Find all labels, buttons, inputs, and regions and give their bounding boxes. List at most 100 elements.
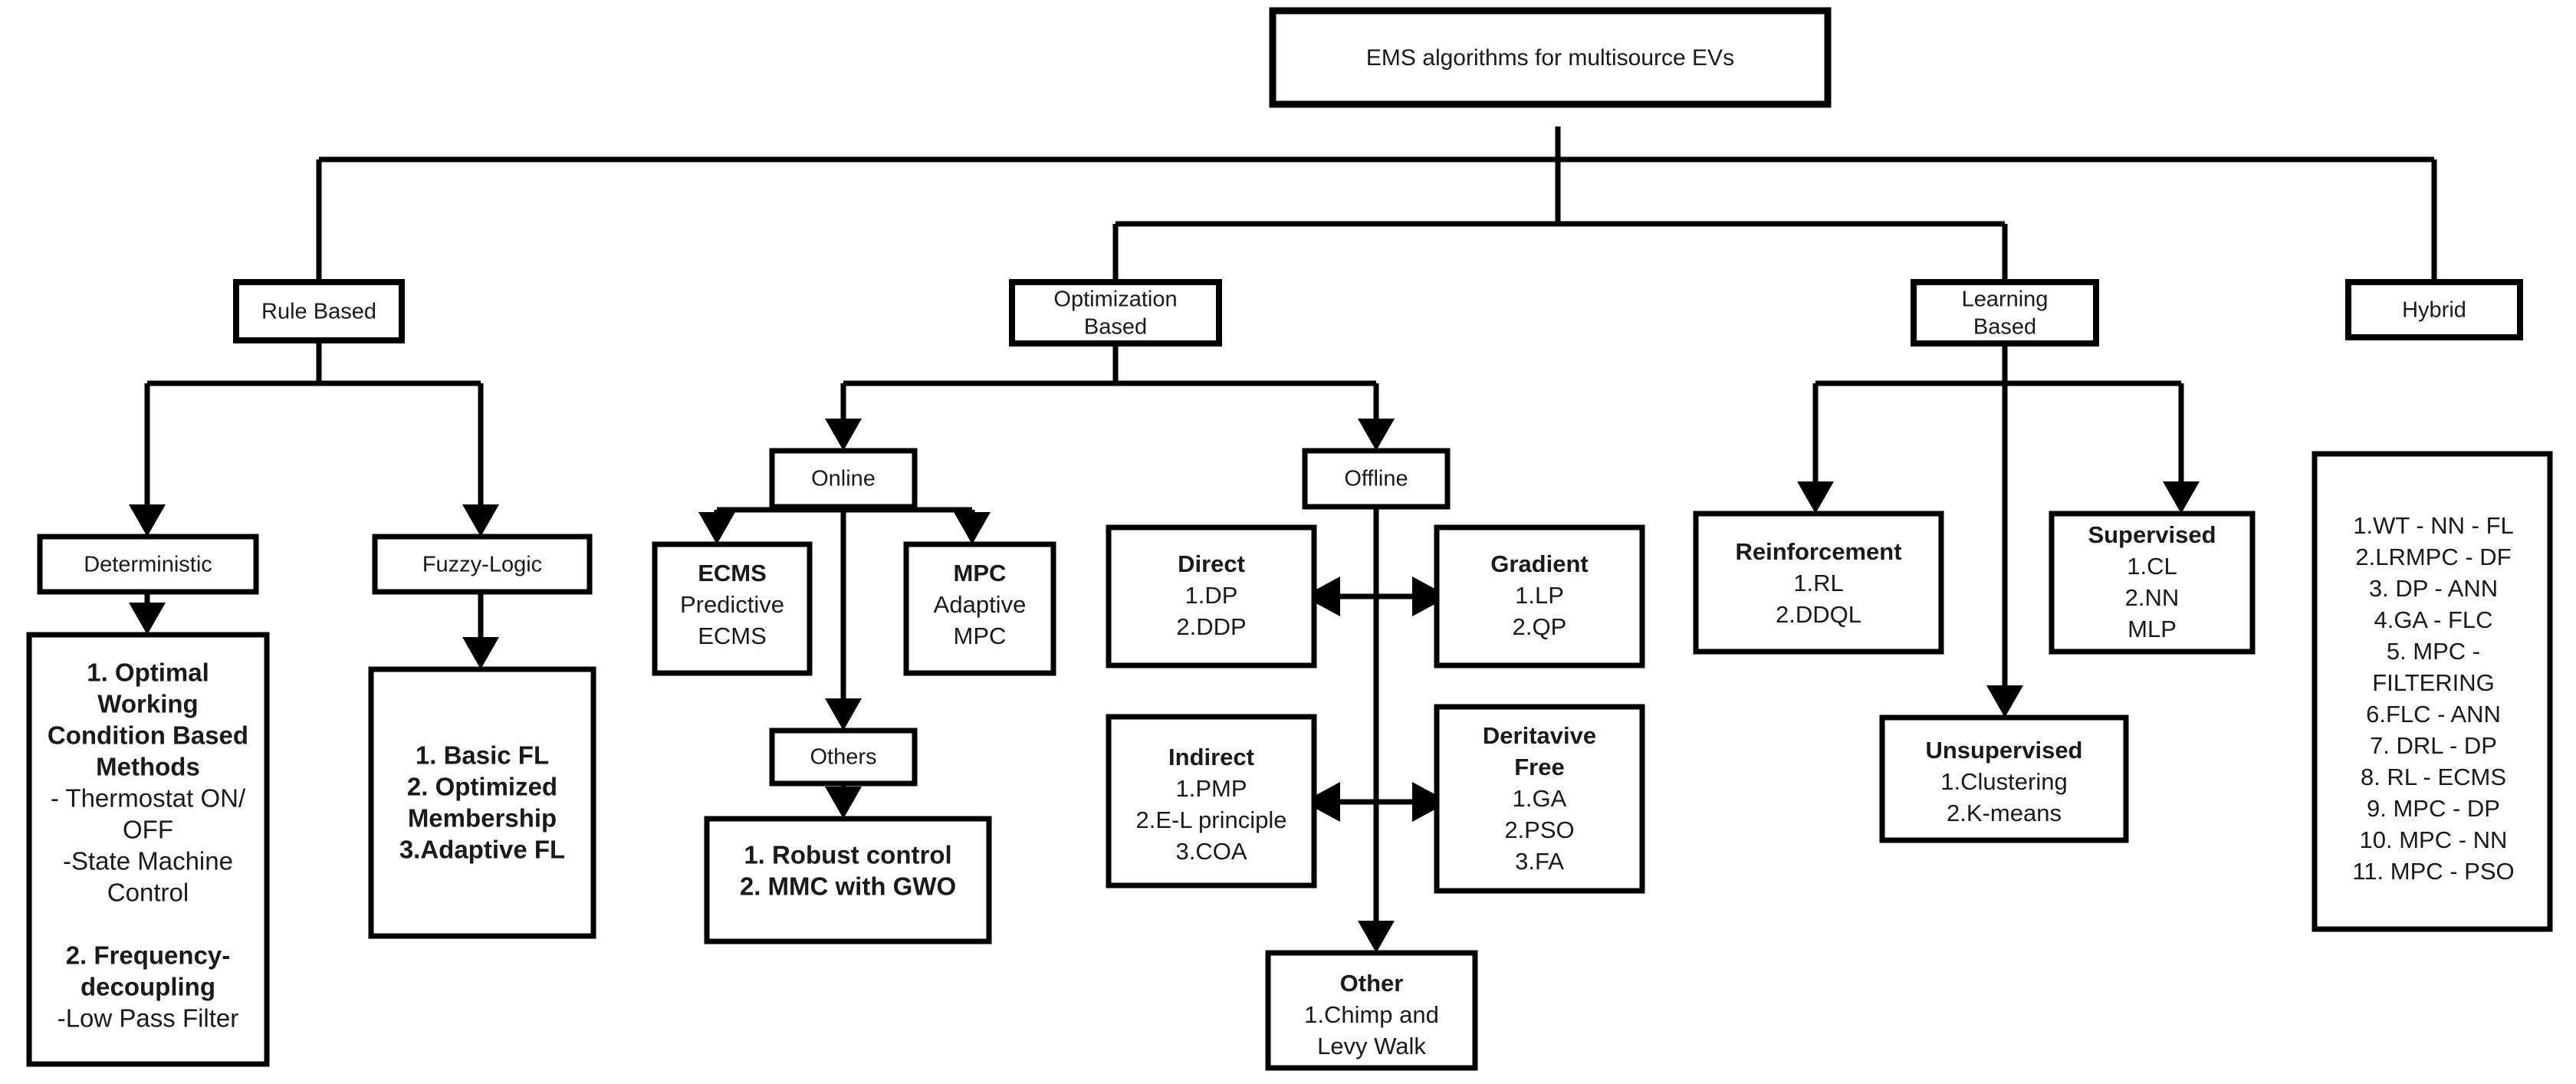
node-others-box <box>769 728 918 787</box>
arrowhead-supervised <box>2163 481 2200 514</box>
node-learning-based-box <box>1911 279 2099 347</box>
arrowhead-gradient-right <box>1412 576 1449 616</box>
fuzzy-line-2: 2. Optimized <box>407 773 557 801</box>
node-unsupervised[interactable]: Unsupervised 1.Clustering 2.K-means <box>1879 714 2129 843</box>
node-mpc-line-2: MPC <box>954 622 1007 649</box>
node-fuzzy-logic[interactable]: Fuzzy-Logic <box>372 534 593 595</box>
node-fuzzy-logic-box <box>372 534 593 595</box>
connectors <box>129 126 2437 953</box>
node-fuzzy-methods[interactable]: 1. Basic FL 2. Optimized Membership 3.Ad… <box>368 666 596 939</box>
node-indirect-head: Indirect <box>1168 744 1254 770</box>
deterministic-line-10: 2. Frequency- <box>66 941 231 970</box>
node-ecms-line-1: Predictive <box>680 591 784 618</box>
node-other[interactable]: Other 1.Chimp and Levy Walk <box>1265 950 1478 1071</box>
arrowhead-mpc <box>954 512 991 544</box>
node-offline-box <box>1302 448 1451 510</box>
hybrid-item-6: 6.FLC - ANN <box>2366 701 2501 728</box>
node-rule-based-box <box>233 279 405 343</box>
arrowhead-ecms <box>698 512 735 544</box>
node-ecms-box <box>652 541 813 676</box>
node-derivative-free-line-3: 3.FA <box>1515 848 1564 875</box>
hybrid-item-4: 4.GA - FLC <box>2374 606 2492 633</box>
node-mpc-line-1: Adaptive <box>934 591 1027 618</box>
node-others[interactable]: Others <box>769 728 918 787</box>
node-supervised-line-1: 1.CL <box>2127 553 2177 580</box>
node-reinforcement-line-1: 1.RL <box>1793 570 1843 596</box>
node-unsupervised-head: Unsupervised <box>1925 737 2082 764</box>
node-online-box <box>769 448 918 510</box>
node-hybrid[interactable]: Hybrid <box>2345 279 2523 340</box>
node-offline[interactable]: Offline <box>1302 448 1451 510</box>
node-others-methods[interactable]: 1. Robust control 2. MMC with GWO <box>704 816 992 944</box>
node-unsupervised-line-2: 2.K-means <box>1947 800 2062 826</box>
node-reinforcement-box <box>1693 511 1944 655</box>
node-ecms[interactable]: ECMS Predictive ECMS <box>652 541 813 676</box>
node-learning-based[interactable]: Learning Based <box>1911 279 2099 347</box>
node-gradient-line-1: 1.LP <box>1515 582 1564 609</box>
deterministic-line-3: Condition Based <box>48 721 248 750</box>
node-learning-based-label-line2: Based <box>1973 315 2036 340</box>
node-online[interactable]: Online <box>769 448 918 510</box>
deterministic-line-12: -Low Pass Filter <box>58 1004 239 1033</box>
node-fuzzy-methods-box <box>368 666 596 939</box>
node-optimization-based-label-line1: Optimization <box>1053 287 1177 312</box>
arrowhead-indirect-left <box>1303 782 1340 822</box>
arrowhead-other <box>1358 921 1395 953</box>
node-reinforcement-line-2: 2.DDQL <box>1776 601 1861 628</box>
node-gradient-box <box>1434 524 1645 668</box>
node-indirect[interactable]: Indirect 1.PMP 2.E-L principle 3.COA <box>1106 714 1317 889</box>
node-rule-based[interactable]: Rule Based <box>233 279 405 343</box>
node-online-label: Online <box>811 467 876 491</box>
node-indirect-line-2: 2.E-L principle <box>1135 806 1286 833</box>
node-mpc[interactable]: MPC Adaptive MPC <box>903 541 1056 676</box>
node-others-label: Others <box>810 745 876 770</box>
node-unsupervised-box <box>1879 714 2129 843</box>
node-optimization-based[interactable]: Optimization Based <box>1009 279 1222 347</box>
node-supervised-line-3: MLP <box>2128 616 2177 642</box>
arrowhead-deterministic <box>129 504 166 537</box>
node-deterministic-methods-box <box>26 632 270 1067</box>
node-hybrid-list[interactable]: 1.WT - NN - FL 2.LRMPC - DF 3. DP - ANN … <box>2312 451 2553 932</box>
node-supervised-head: Supervised <box>2088 521 2216 548</box>
deterministic-line-5: - Thermostat ON/ <box>51 784 246 813</box>
node-hybrid-label: Hybrid <box>2402 298 2466 323</box>
hybrid-item-5-cont: FILTERING <box>2372 669 2495 696</box>
node-ems-root[interactable]: EMS algorithms for multisource EVs <box>1269 7 1832 108</box>
node-offline-label: Offline <box>1344 467 1408 491</box>
deterministic-line-4: Methods <box>96 753 200 781</box>
node-derivative-free-head-2: Free <box>1514 754 1564 780</box>
node-supervised[interactable]: Supervised 1.CL 2.NN MLP <box>2049 511 2256 655</box>
arrowhead-direct-left <box>1303 576 1340 616</box>
node-deterministic-methods[interactable]: 1. Optimal Working Condition Based Metho… <box>26 632 270 1067</box>
arrowhead-unsupervised <box>1986 685 2023 718</box>
deterministic-line-7: -State Machine <box>63 847 233 875</box>
node-other-line-1: 1.Chimp and <box>1304 1001 1439 1028</box>
hybrid-item-3: 3. DP - ANN <box>2369 575 2498 602</box>
node-direct-line-1: 1.DP <box>1185 582 1238 609</box>
node-derivative-free-head-1: Deritavive <box>1483 722 1596 749</box>
node-gradient[interactable]: Gradient 1.LP 2.QP <box>1434 524 1645 668</box>
hybrid-item-5: 5. MPC - <box>2387 638 2480 665</box>
arrowhead-others <box>825 698 862 731</box>
node-deterministic-box <box>37 534 259 595</box>
node-reinforcement[interactable]: Reinforcement 1.RL 2.DDQL <box>1693 511 1944 655</box>
node-fuzzy-logic-label: Fuzzy-Logic <box>422 553 542 577</box>
arrowhead-fuzzy-methods <box>462 637 499 669</box>
node-deterministic-label: Deterministic <box>84 553 212 577</box>
hybrid-item-9: 9. MPC - DP <box>2367 795 2500 822</box>
arrowhead-others-methods <box>825 787 862 819</box>
others-line-1: 1. Robust control <box>744 841 951 869</box>
node-supervised-box <box>2049 511 2256 655</box>
arrowhead-reinforcement <box>1797 481 1834 514</box>
node-derivative-free[interactable]: Deritavive Free 1.GA 2.PSO 3.FA <box>1434 704 1645 894</box>
node-indirect-box <box>1106 714 1317 889</box>
node-hybrid-list-box <box>2312 451 2553 932</box>
node-learning-based-label-line1: Learning <box>1962 287 2049 312</box>
deterministic-line-8: Control <box>107 879 189 907</box>
node-optimization-based-box <box>1009 279 1222 347</box>
node-deterministic[interactable]: Deterministic <box>37 534 259 595</box>
node-direct-head: Direct <box>1178 550 1245 577</box>
node-mpc-head: MPC <box>954 560 1007 586</box>
node-direct[interactable]: Direct 1.DP 2.DDP <box>1106 524 1317 668</box>
node-gradient-head: Gradient <box>1490 550 1588 577</box>
